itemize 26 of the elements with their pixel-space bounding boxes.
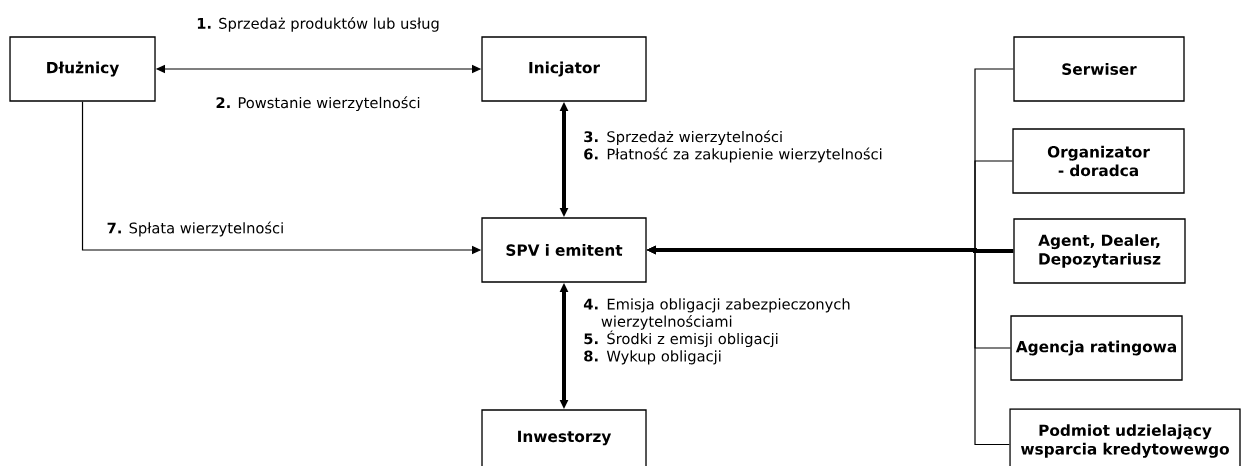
node-text: SPV i emitent: [506, 244, 623, 256]
node-text: Dłużnicy: [47, 61, 119, 77]
process-box: [481, 409, 647, 466]
node-text: Agent, Dealer, Depozytariusz: [1038, 234, 1161, 268]
step-label: 3. Sprzedaż wierzytelności: [584, 130, 782, 146]
node-text: Podmiot udzielający wsparcia kredytowewgo: [1020, 424, 1229, 458]
node-text: Inicjator: [529, 61, 600, 77]
node-text: Organizator - doradca: [1047, 145, 1150, 177]
step-label: 8. Wykup obligacji: [584, 350, 721, 365]
process-box: [1013, 36, 1185, 102]
step-label: 5. Środki z emisji obligacji: [584, 330, 778, 348]
process-box: [1009, 408, 1241, 466]
step-label: 2. Powstanie wierzytelności: [216, 96, 420, 112]
process-box: [1013, 218, 1186, 284]
process-box: [9, 36, 156, 102]
step-label: 6. Płatność za zakupienie wierzytelności: [584, 147, 882, 163]
node-text: Serwiser: [1062, 63, 1137, 75]
edge-label: 7. Spłata wierzytelności: [107, 221, 283, 237]
process-box: [481, 36, 647, 102]
process-box: [1010, 315, 1183, 381]
step-label: 1. Sprzedaż produktów lub usług: [197, 16, 439, 32]
process-box: [1012, 128, 1185, 194]
node-text: Inwestorzy: [518, 430, 612, 446]
step-label: 4. Emisja obligacji zabezpieczonych wierzytelnościami: [583, 298, 850, 330]
node-text: Agencja ratingowa: [1015, 340, 1176, 356]
process-box: [481, 217, 647, 283]
